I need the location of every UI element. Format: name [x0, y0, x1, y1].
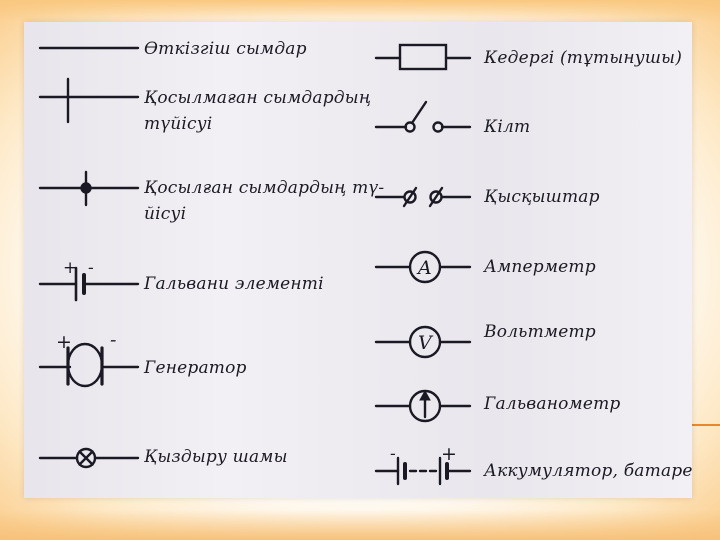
- battery-icon: - +: [374, 443, 472, 486]
- label-lamp: Қыздыру шамы: [144, 447, 288, 467]
- circuit-symbols-drawing: + - + -: [38, 43, 472, 486]
- label-junction-line-2: йісуі: [144, 204, 187, 224]
- generator-minus-mark: -: [110, 329, 116, 351]
- voltmeter-icon: V: [374, 325, 472, 359]
- background-band-bottom: [0, 510, 720, 540]
- battery-minus-mark: -: [390, 444, 396, 464]
- generator-plus-mark: +: [56, 331, 72, 353]
- label-battery: Аккумулятор, батарея: [484, 461, 692, 481]
- label-junction-line-1: Қосылған сымдардың тү-: [144, 178, 385, 198]
- label-galvanic-cell: Гальвани элементі: [144, 274, 324, 294]
- generator-icon: + -: [38, 329, 140, 388]
- label-voltmeter: Вольтметр: [484, 322, 596, 342]
- background-band-top: [0, 0, 720, 22]
- sheet-tint: [24, 22, 692, 498]
- connected-junction-icon: [38, 170, 140, 207]
- resistor-icon: [374, 43, 472, 71]
- label-crossing-line-2: түйісуі: [144, 114, 213, 134]
- unconnected-crossing-icon: [38, 77, 140, 124]
- label-resistor: Кедергі (тұтынушы): [484, 48, 683, 68]
- galvanometer-icon: [374, 389, 472, 423]
- ammeter-icon: A: [374, 250, 472, 284]
- accent-line: [686, 424, 720, 426]
- symbols-sheet: + - + -: [24, 22, 692, 498]
- label-crossing-line-1: Қосылмаған сымдардың: [144, 88, 372, 108]
- terminal-clamps-icon: [374, 186, 472, 208]
- label-clamps: Қысқыштар: [484, 187, 600, 207]
- label-wires: Өткізгіш сымдар: [144, 39, 307, 59]
- galvanic-cell-icon: + -: [38, 258, 140, 302]
- voltmeter-letter: V: [418, 332, 434, 354]
- label-ammeter: Амперметр: [484, 257, 596, 277]
- key-switch-icon: [374, 100, 472, 133]
- ammeter-letter: A: [416, 257, 432, 279]
- battery-plus-mark: +: [441, 443, 457, 465]
- lamp-icon: [38, 447, 140, 469]
- label-generator: Генератор: [144, 358, 247, 378]
- label-key: Кілт: [484, 117, 531, 137]
- label-galvanometer: Гальванометр: [484, 394, 621, 414]
- cell-plus-mark: +: [63, 258, 77, 278]
- cell-minus-mark: -: [88, 258, 94, 278]
